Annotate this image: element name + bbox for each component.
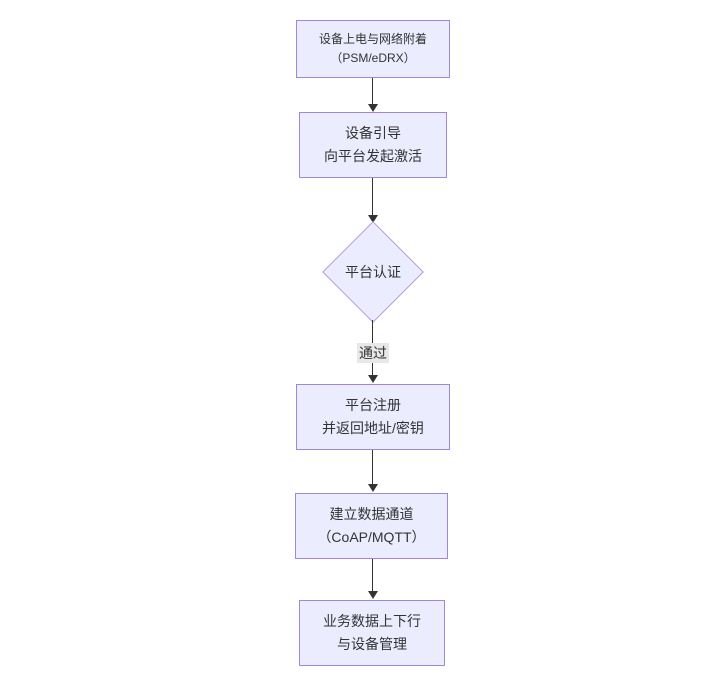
node-data-channel-line1: 建立数据通道 xyxy=(329,505,414,522)
arrowhead-icon xyxy=(368,591,378,599)
node-business-data: 业务数据上下行 与设备管理 xyxy=(299,600,445,666)
node-data-channel-line2: （CoAP/MQTT） xyxy=(317,529,426,545)
node-bootstrap-line1: 设备引导 xyxy=(345,124,401,141)
node-power-attach: 设备上电与网络附着 （PSM/eDRX） xyxy=(296,20,450,78)
node-business-data-line2: 与设备管理 xyxy=(337,636,407,652)
edge-register-to-channel xyxy=(372,450,373,485)
edge-channel-to-business xyxy=(372,559,373,592)
node-power-attach-line2: （PSM/eDRX） xyxy=(330,51,416,65)
node-bootstrap: 设备引导 向平台发起激活 xyxy=(299,112,447,178)
node-business-data-line1: 业务数据上下行 xyxy=(323,612,421,629)
node-platform-register: 平台注册 并返回地址/密钥 xyxy=(296,384,450,450)
node-platform-register-line2: 并返回地址/密钥 xyxy=(322,420,424,436)
edge-bootstrap-to-auth xyxy=(372,178,373,216)
edge-power-to-bootstrap xyxy=(372,78,373,105)
decision-platform-auth: 平台认证 xyxy=(322,221,424,323)
node-power-attach-line1: 设备上电与网络附着 xyxy=(318,31,427,46)
node-bootstrap-line2: 向平台发起激活 xyxy=(324,148,422,164)
node-data-channel: 建立数据通道 （CoAP/MQTT） xyxy=(295,493,448,559)
arrowhead-icon xyxy=(368,104,378,112)
arrowhead-icon xyxy=(368,215,378,223)
node-platform-register-line1: 平台注册 xyxy=(345,396,401,413)
edge-label-pass: 通过 xyxy=(357,343,389,363)
decision-platform-auth-label: 平台认证 xyxy=(345,264,401,280)
arrowhead-icon xyxy=(368,484,378,492)
arrowhead-icon xyxy=(368,375,378,383)
